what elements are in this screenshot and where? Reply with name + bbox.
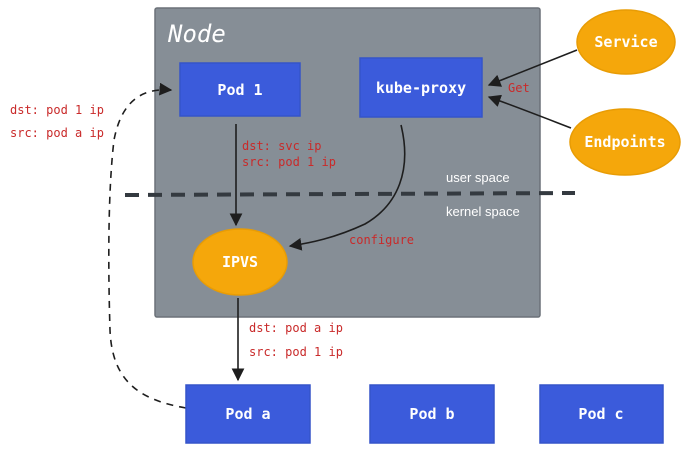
endpoints-label: Endpoints: [584, 133, 665, 151]
pod-b-label: Pod b: [409, 405, 454, 423]
return-dst: dst: pod 1 ip: [10, 103, 104, 117]
pod-1: Pod 1: [179, 62, 301, 117]
configure-label: configure: [349, 233, 414, 247]
pod-b: Pod b: [369, 384, 495, 444]
pod1-to-ipvs-dst: dst: svc ip: [242, 139, 321, 153]
kernel-space-label: kernel space: [446, 204, 520, 219]
node-title: Node: [167, 20, 226, 48]
kube-proxy-label: kube-proxy: [376, 79, 466, 97]
service-to-kube-proxy-arrow: [487, 49, 578, 87]
return-src: src: pod a ip: [10, 126, 104, 140]
ipvs-component: IPVS: [192, 228, 288, 296]
poda-to-pod1-return-arrow: [108, 82, 187, 409]
ipvs-to-poda-src: src: pod 1 ip: [249, 345, 343, 359]
kube-proxy: kube-proxy: [359, 57, 483, 118]
ipvs-to-poda-dst: dst: pod a ip: [249, 321, 343, 335]
user-space-label: user space: [446, 170, 510, 185]
pod-1-label: Pod 1: [217, 81, 262, 99]
pod-c-label: Pod c: [578, 405, 623, 423]
kube-proxy-to-ipvs-arrow: [288, 124, 406, 251]
pod1-to-ipvs-src: src: pod 1 ip: [242, 155, 336, 169]
space-divider: [124, 191, 576, 197]
pod-a: Pod a: [185, 384, 311, 444]
pod-c: Pod c: [539, 384, 664, 444]
service-label: Service: [594, 33, 657, 51]
endpoints-to-kube-proxy-arrow: [487, 94, 572, 129]
get-label: Get: [508, 81, 530, 95]
endpoints-component: Endpoints: [569, 108, 681, 176]
pod-a-label: Pod a: [225, 405, 270, 423]
service-component: Service: [576, 9, 676, 75]
ipvs-label: IPVS: [222, 253, 258, 271]
